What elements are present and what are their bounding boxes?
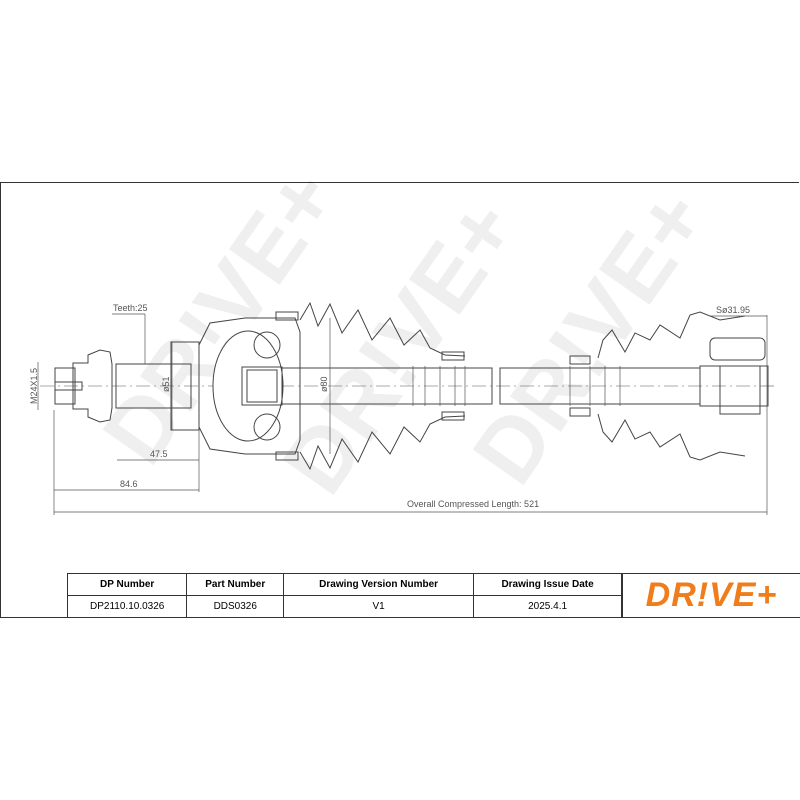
dim-84-6: 84.6 [120, 479, 138, 489]
right-boot [569, 311, 769, 461]
dia51-label: ø51 [161, 376, 171, 392]
dimensions: M24X1.5 Teeth:25 ø51 ø80 47.5 84.6 Overa… [29, 303, 768, 515]
ball-diameter-label: Sø31.95 [716, 305, 750, 315]
title-block-value-row: DP2110.10.0326 DDS0326 V1 2025.4.1 [66, 595, 622, 618]
teeth-label: Teeth:25 [113, 303, 148, 313]
brand-logo: DR!VE+ [622, 573, 800, 618]
header-issue-date: Drawing Issue Date [473, 573, 622, 596]
header-part-number: Part Number [186, 573, 285, 596]
drawing-version-value: V1 [283, 595, 475, 618]
dim-47-5: 47.5 [150, 449, 168, 459]
watermark: DR!VE+ DR!VE+ DR!VE+ [84, 152, 727, 512]
title-block: DP Number Part Number Drawing Version Nu… [66, 573, 622, 618]
left-boot [275, 301, 466, 471]
dia80-label: ø80 [319, 376, 329, 392]
part-number-value: DDS0326 [186, 595, 285, 618]
header-dp-number: DP Number [66, 573, 188, 596]
logo-text: DR!VE+ [645, 576, 778, 614]
overall-length-label: Overall Compressed Length: 521 [407, 499, 539, 509]
drawing-frame [0, 182, 799, 618]
header-drawing-version: Drawing Version Number [283, 573, 475, 596]
dp-number-value: DP2110.10.0326 [66, 595, 188, 618]
title-block-header-row: DP Number Part Number Drawing Version Nu… [66, 573, 622, 596]
issue-date-value: 2025.4.1 [473, 595, 622, 618]
thread-dimension: M24X1.5 [29, 368, 39, 404]
